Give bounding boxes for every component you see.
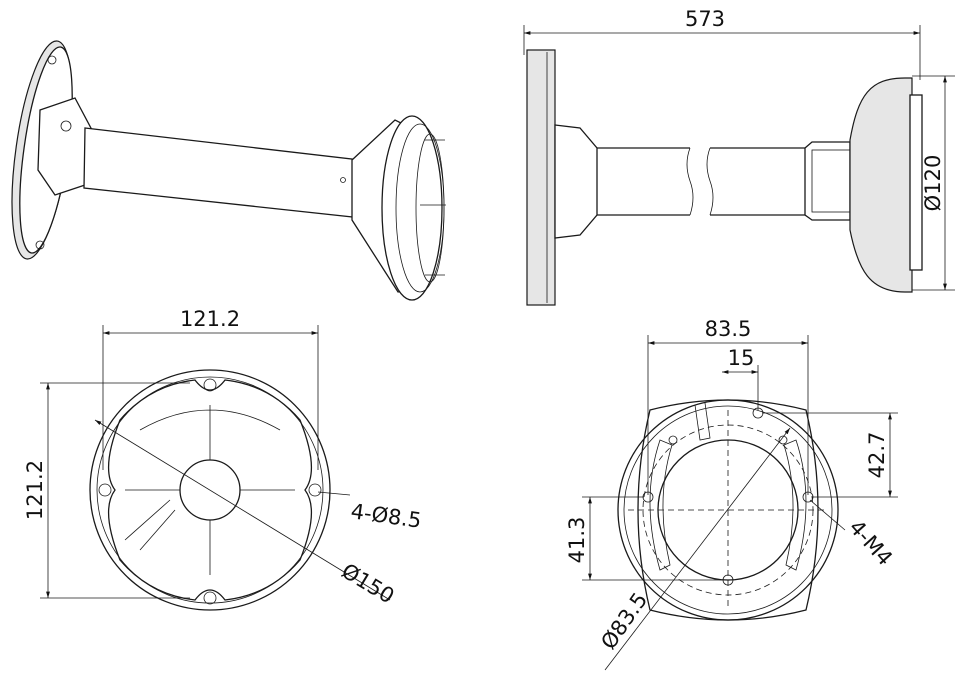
label-holes: 4-Ø8.5: [349, 499, 423, 533]
dim-height-lower: 41.3: [565, 517, 589, 564]
dim-plate-diameter: Ø150: [337, 559, 398, 609]
dim-hole-spacing-v: 121.2: [23, 460, 47, 520]
label-threads: 4-M4: [844, 515, 897, 570]
isometric-view: [11, 40, 446, 301]
base-plate-view: 121.2 121.2 4-Ø8.5 Ø150: [23, 307, 423, 611]
dim-offset: 15: [728, 346, 755, 370]
dim-circle-diameter: Ø83.5: [596, 588, 652, 654]
end-plate-view: 83.5 15 42.7 41.3 Ø83.5 4-M4: [565, 317, 898, 671]
dim-hole-spacing-h: 121.2: [180, 307, 240, 331]
dim-head-diameter: Ø120: [921, 155, 945, 212]
dim-hole-spacing: 83.5: [705, 317, 752, 341]
dim-height-upper: 42.7: [865, 432, 889, 479]
dim-length: 573: [685, 7, 725, 31]
side-view: 573 Ø120: [523, 7, 955, 306]
